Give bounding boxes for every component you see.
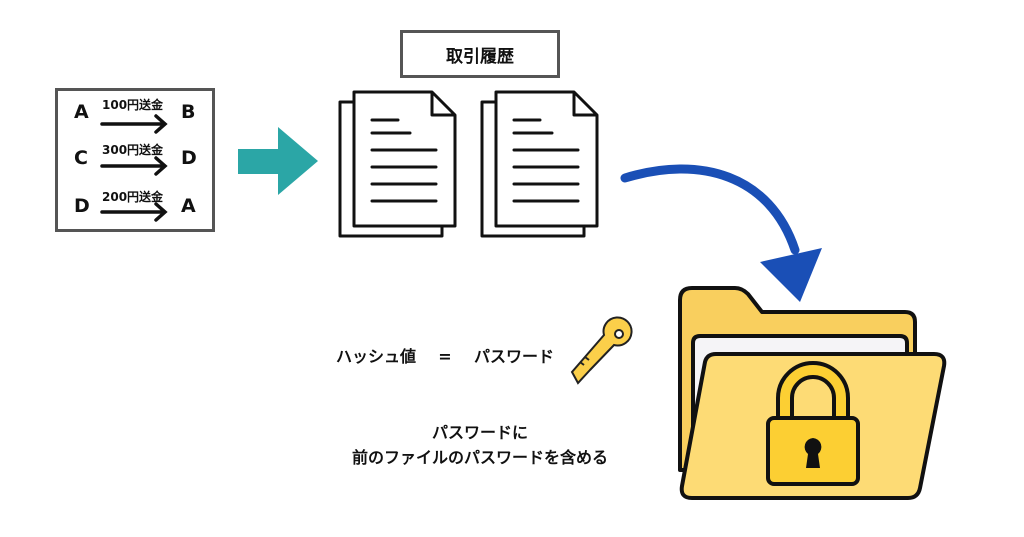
teal-arrow-icon [238, 127, 318, 195]
note-line-1: パスワードに [431, 423, 528, 442]
tx-to: A [181, 195, 196, 217]
hash-equation: ハッシュ値 = パスワード [336, 343, 554, 367]
equals-sign: = [438, 347, 452, 366]
history-title: 取引履歴 [400, 30, 560, 78]
document-icon [338, 90, 457, 238]
note-line-2: 前のファイルのパスワードを含める [351, 448, 608, 467]
tx-from: D [74, 195, 90, 217]
key-icon [570, 316, 633, 385]
transaction-arrows [100, 114, 168, 222]
tx-amount: 200円送金 [102, 190, 164, 204]
blue-curved-arrow-icon [620, 164, 822, 302]
tx-from: C [74, 147, 88, 169]
password-label: パスワード [473, 347, 554, 366]
tx-from: A [74, 101, 89, 123]
hash-label: ハッシュ値 [336, 347, 417, 366]
transactions-box: A 100円送金 B C 300円送金 D D 200円送金 A [55, 88, 215, 232]
tx-amount: 100円送金 [102, 98, 164, 112]
tx-to: B [181, 101, 196, 123]
document-icon [480, 90, 599, 238]
tx-to: D [181, 147, 197, 169]
locked-folder-icon [678, 286, 947, 500]
tx-amount: 300円送金 [102, 143, 164, 157]
note-text: パスワードに 前のファイルのパスワードを含める [320, 420, 640, 470]
